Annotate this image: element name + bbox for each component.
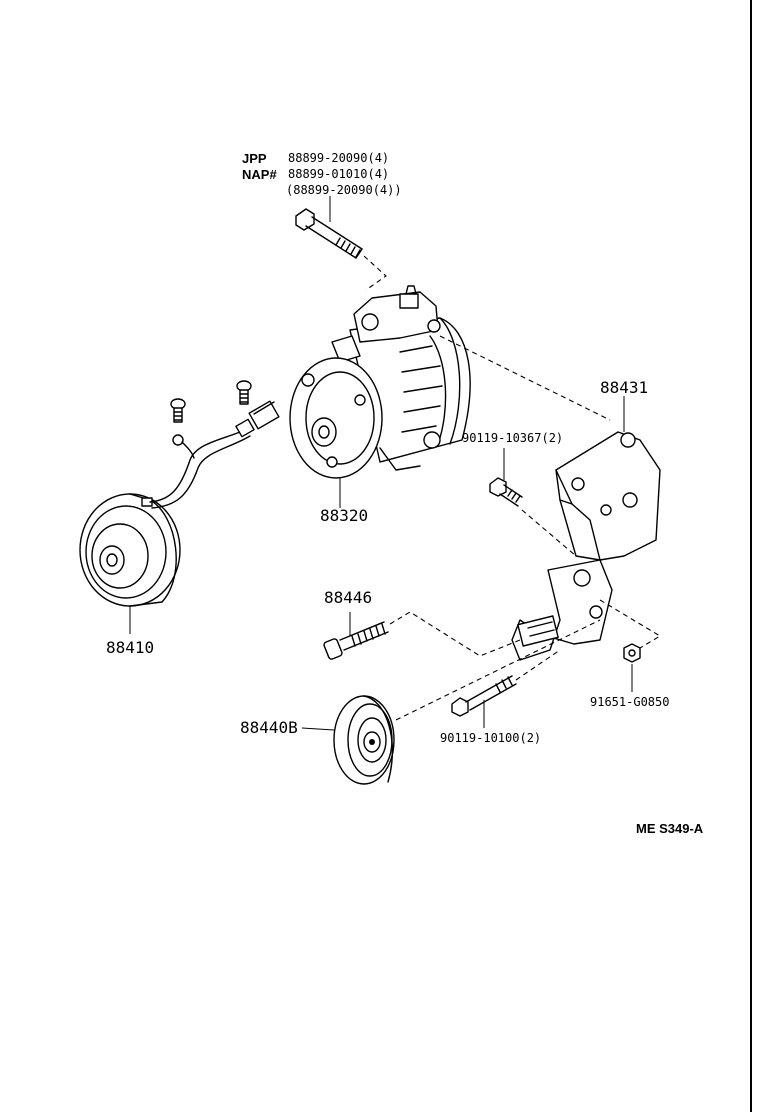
leader-88446-bracket <box>389 611 521 657</box>
part-label-88446: 88446 <box>324 588 373 607</box>
leader-88440B <box>301 727 335 731</box>
adjust-bolt-drawing <box>323 621 389 660</box>
nap-label: NAP# <box>242 167 277 182</box>
nap-part-number: 88899-01010(4) <box>288 167 390 181</box>
nut-drawing <box>623 643 641 663</box>
pulley-drawing <box>333 695 395 785</box>
leader-compressor-bracket <box>439 335 611 421</box>
leader-bolt-top <box>363 255 387 291</box>
leader-10367-bracket <box>521 509 577 557</box>
part-label-88431: 88431 <box>600 378 649 397</box>
part-label-88410: 88410 <box>106 638 155 657</box>
part-label-88320: 88320 <box>320 506 369 525</box>
bracket-drawing <box>511 431 661 661</box>
compressor-drawing <box>289 285 471 479</box>
clutch-drawing <box>79 400 280 607</box>
bolt-10367-drawing <box>489 477 523 507</box>
nap-alt-part-number: (88899-20090(4)) <box>286 183 402 197</box>
jpp-label: JPP <box>242 151 267 166</box>
part-label-90119-10100: 90119-10100(2) <box>440 731 542 745</box>
bolt-10100-drawing <box>451 675 517 717</box>
jpp-part-number: 88899-20090(4) <box>288 151 390 165</box>
long-bolt-drawing <box>295 208 363 259</box>
part-label-90119-10367: 90119-10367(2) <box>462 431 564 445</box>
leader-pulley-bracket <box>395 619 601 721</box>
part-label-91651-g0850: 91651-G0850 <box>590 695 670 709</box>
leader-nut-bracket <box>599 599 662 649</box>
screws-drawing <box>170 380 252 423</box>
part-label-88440b: 88440B <box>240 718 298 737</box>
diagram-code: ME S349-A <box>636 821 704 836</box>
